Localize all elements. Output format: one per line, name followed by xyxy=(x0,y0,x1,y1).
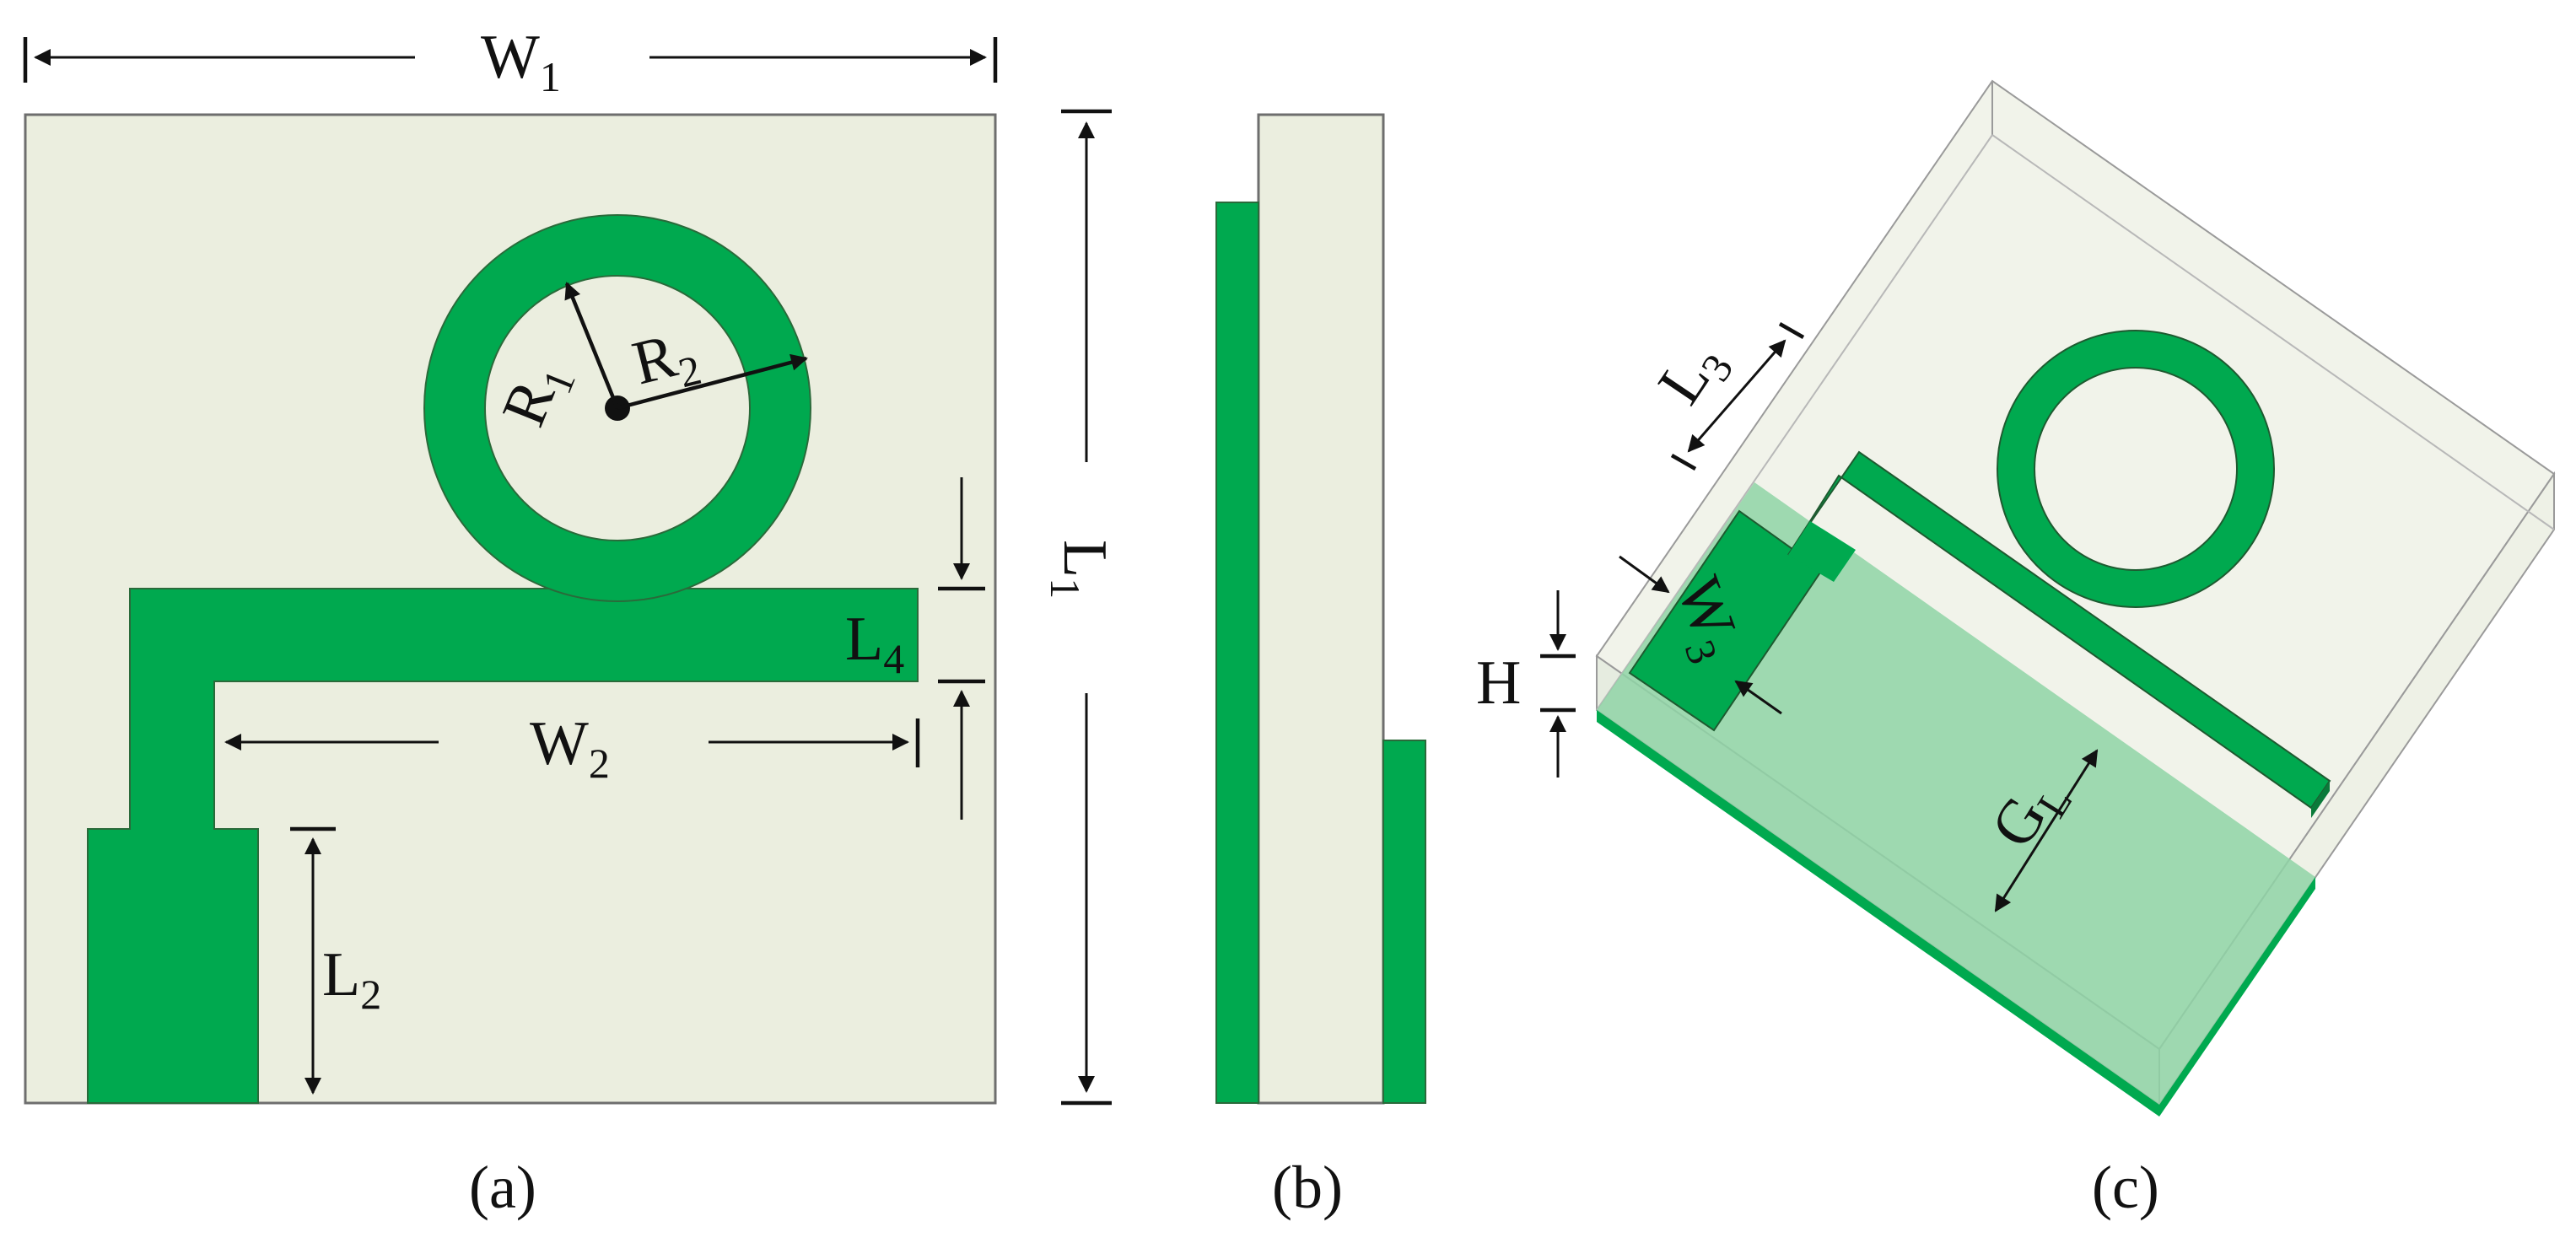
box-back-edge-3 xyxy=(1596,134,1993,711)
feed-line xyxy=(87,828,259,1104)
l1-label: L1 xyxy=(1042,540,1119,599)
ring-outer-edge xyxy=(423,214,811,602)
ground-plane-edge xyxy=(1597,710,2159,1117)
arm-3d-vertical xyxy=(1788,521,1856,582)
radiator-outline xyxy=(87,588,919,1103)
arm-3d-edge xyxy=(2311,781,2330,818)
ring-3d-inner xyxy=(2034,367,2238,571)
svg-text:L1: L1 xyxy=(1042,540,1119,599)
panel-c-3d-view: L3 W3 H GL (c) xyxy=(1476,79,2556,1221)
w2-label: W2 xyxy=(530,709,610,787)
w3-arrow-b xyxy=(1734,680,1782,715)
l3-tick-a xyxy=(1670,454,1697,471)
box-back-edge-2 xyxy=(1991,134,2555,530)
l3-arrow xyxy=(1687,339,1786,453)
l3-tick-b xyxy=(1778,322,1805,339)
r1-radius-arrow xyxy=(564,282,620,409)
h-label: H xyxy=(1476,648,1521,718)
ring-3d xyxy=(1997,331,2274,607)
ground-plane-edge-right xyxy=(2159,877,2315,1117)
ring-3d-outer xyxy=(1997,330,2275,608)
w1-label: W1 xyxy=(481,23,561,100)
ring-resonator xyxy=(424,215,811,601)
caption-a: (a) xyxy=(469,1154,536,1221)
panel-a-top-view: R1 R2 W1 W2 L4 L2 (a) xyxy=(23,23,998,1221)
caption-c: (c) xyxy=(2092,1154,2159,1221)
w3-arrow-a xyxy=(1619,555,1670,594)
top-metal-side xyxy=(1215,202,1259,1104)
panel-b-side-view: L1 (b) xyxy=(1042,109,1426,1221)
l2-label: L2 xyxy=(322,940,381,1018)
r2-radius-arrow xyxy=(617,353,808,411)
ground-metal-side xyxy=(1382,740,1426,1104)
gl-arrow xyxy=(1994,749,2099,912)
l4-label: L4 xyxy=(845,605,904,682)
caption-b: (b) xyxy=(1272,1154,1343,1221)
substrate-side xyxy=(1257,113,1385,1105)
horizontal-arm xyxy=(130,589,918,681)
ring-junction xyxy=(590,582,644,599)
